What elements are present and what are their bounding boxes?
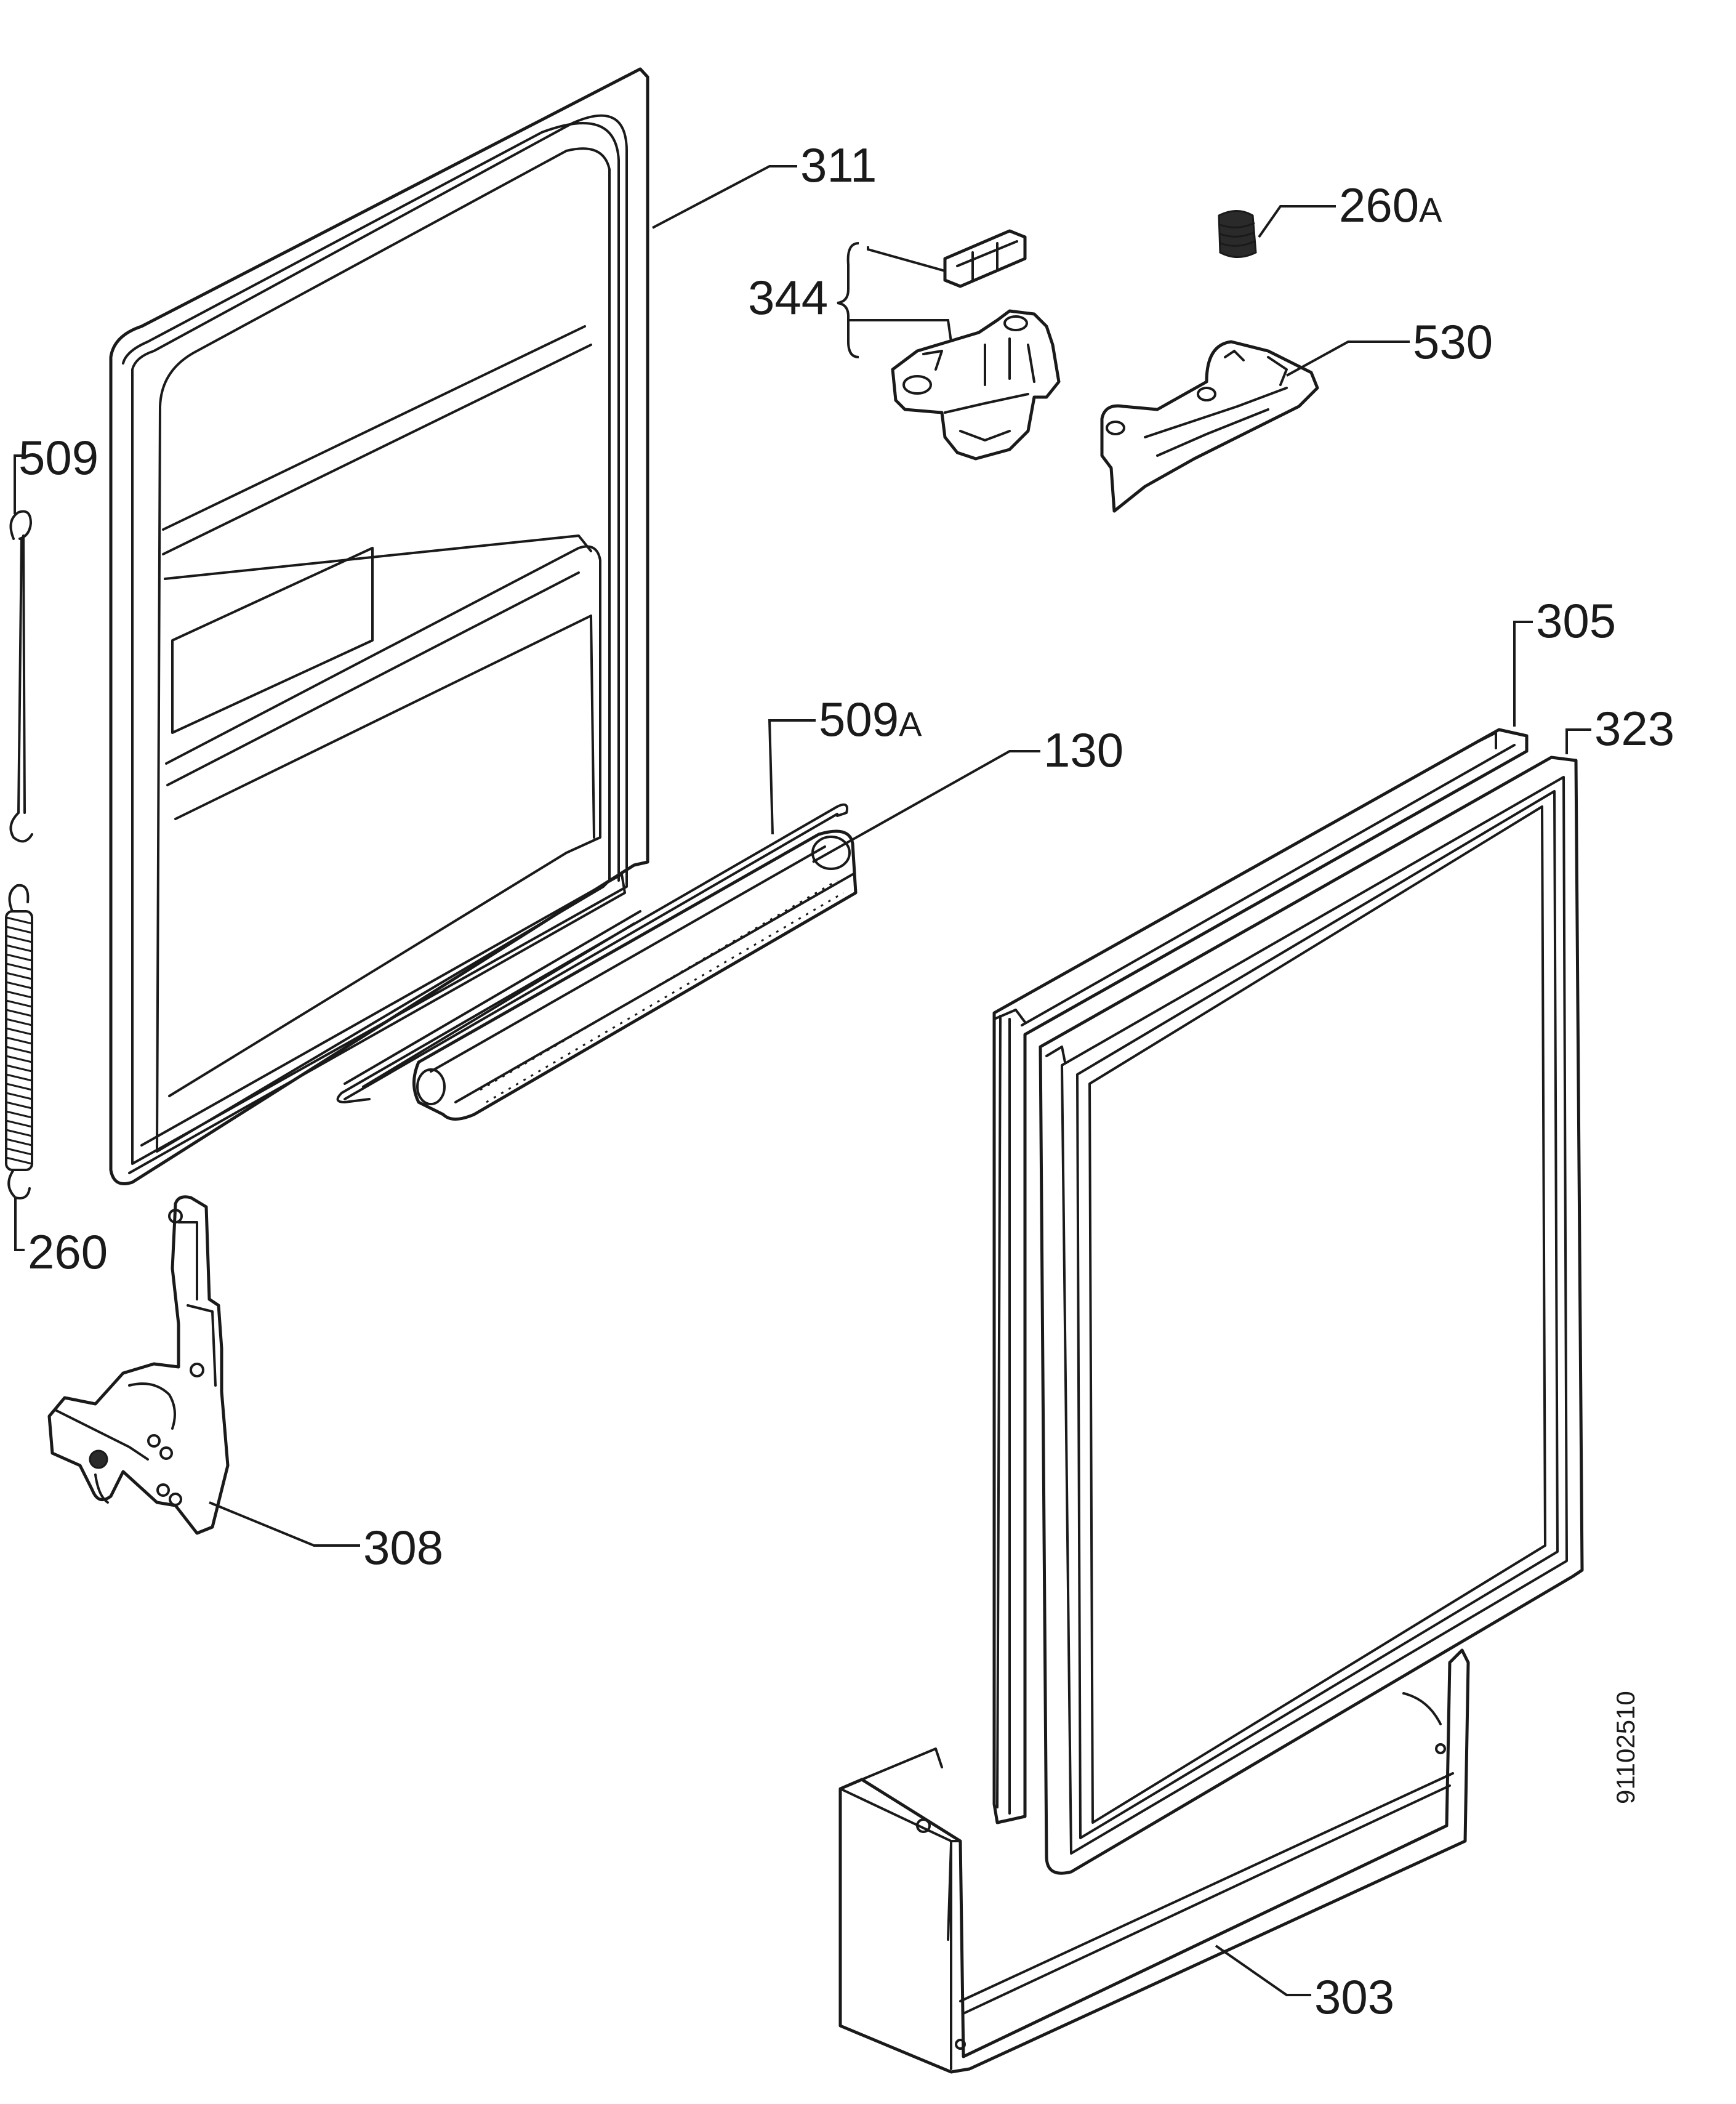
inner-door-panel-311 xyxy=(109,67,649,1185)
label-260: 260 xyxy=(28,1225,108,1279)
label-260a: 260A xyxy=(1339,178,1442,232)
label-311: 311 xyxy=(800,138,877,192)
leader-lines xyxy=(14,165,1591,1996)
label-530: 530 xyxy=(1413,315,1493,369)
label-130: 130 xyxy=(1043,723,1123,777)
label-308: 308 xyxy=(363,1520,443,1574)
label-305: 305 xyxy=(1536,594,1616,648)
label-509a: 509A xyxy=(819,692,922,746)
door-latch-assembly-344 xyxy=(891,229,1061,461)
label-344: 344 xyxy=(748,270,828,324)
label-323: 323 xyxy=(1594,701,1674,756)
door-seal-130 xyxy=(412,829,858,1121)
outer-frame-305 xyxy=(992,728,1529,1824)
door-hinge-308 xyxy=(47,1195,230,1535)
plinth-panel-303 xyxy=(838,1648,1470,2074)
small-spring-260a xyxy=(1218,210,1257,258)
part-labels: 311 260A 344 530 509 305 509A 130 323 26… xyxy=(18,138,1674,2024)
hinge-bracket-530 xyxy=(1100,340,1319,513)
rod-509a xyxy=(336,803,848,1103)
glass-frame-323 xyxy=(1039,756,1584,1875)
document-number: 91102510 xyxy=(1611,1691,1640,1804)
coil-spring-260 xyxy=(5,884,33,1199)
tension-rod-509 xyxy=(9,510,33,843)
label-303: 303 xyxy=(1314,1970,1394,2024)
label-509: 509 xyxy=(18,430,98,485)
